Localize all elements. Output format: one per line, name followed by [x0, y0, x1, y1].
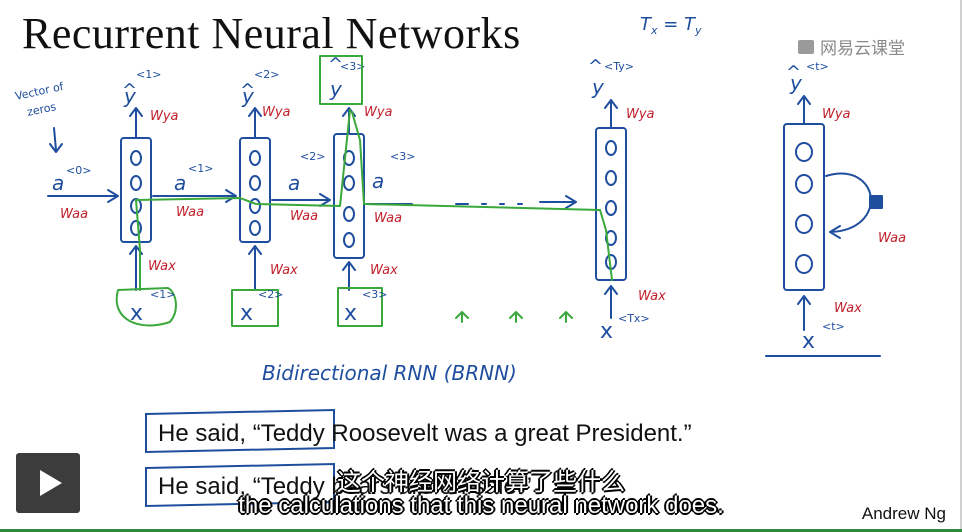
- example-sentence-1: He said, “Teddy Roosevelt was a great Pr…: [158, 420, 692, 447]
- svg-text:Wax: Wax: [148, 259, 176, 274]
- svg-text:y: y: [329, 77, 343, 101]
- svg-text:a: a: [52, 171, 64, 195]
- slide-title: Recurrent Neural Networks: [22, 9, 521, 58]
- svg-text:<1>: <1>: [136, 68, 161, 81]
- svg-text:<1>: <1>: [150, 288, 175, 301]
- logo-icon: [798, 39, 814, 54]
- svg-text:Waa: Waa: [878, 231, 906, 246]
- svg-text:^: ^: [328, 54, 343, 75]
- svg-text:^: ^: [240, 80, 255, 101]
- svg-text:y: y: [241, 84, 255, 108]
- svg-text:<Ty>: <Ty>: [604, 60, 634, 73]
- handwritten-brnn-label: Bidirectional RNN (BRNN): [262, 361, 517, 385]
- sentence-box-1: [145, 408, 335, 454]
- svg-text:Wya: Wya: [626, 107, 655, 122]
- svg-text:Wax: Wax: [370, 263, 398, 278]
- example-sentence-2: He said, “Teddy bears are on sale!”: [158, 473, 532, 500]
- svg-text:x: x: [600, 319, 613, 344]
- svg-text:a: a: [174, 171, 186, 195]
- slide-bottom-accent: [0, 529, 962, 532]
- author-name: Andrew Ng: [861, 504, 946, 523]
- svg-text:Wya: Wya: [262, 105, 291, 120]
- svg-text:<t>: <t>: [822, 320, 845, 333]
- svg-text:y: y: [789, 71, 803, 95]
- svg-text:Wya: Wya: [822, 107, 851, 122]
- svg-text:a: a: [372, 169, 384, 193]
- svg-text:y: y: [591, 75, 605, 99]
- svg-text:y: y: [123, 84, 137, 108]
- svg-text:<3>: <3>: [340, 60, 365, 73]
- svg-text:<3>: <3>: [390, 150, 415, 163]
- svg-text:<1>: <1>: [188, 162, 213, 175]
- svg-text:<t>: <t>: [806, 60, 829, 73]
- svg-text:<2>: <2>: [254, 68, 279, 81]
- svg-text:x: x: [240, 301, 253, 326]
- svg-text:Waa: Waa: [60, 207, 88, 222]
- equation-text: Tx = Ty: [640, 14, 702, 37]
- svg-text:<2>: <2>: [258, 288, 283, 301]
- subtitle-chinese: 这个神经网络计算了些什么: [337, 469, 625, 496]
- svg-text:Wax: Wax: [638, 289, 666, 304]
- svg-text:x: x: [344, 301, 357, 326]
- svg-text:Wax: Wax: [834, 301, 862, 316]
- logo-text: 网易云课堂: [820, 39, 905, 58]
- brand-logo: 网易云课堂: [798, 34, 905, 59]
- right-border: [960, 0, 962, 532]
- svg-text:Waa: Waa: [374, 211, 402, 226]
- svg-text:x: x: [130, 301, 143, 326]
- svg-text:<0>: <0>: [66, 164, 91, 177]
- svg-text:x: x: [802, 329, 815, 354]
- sentence-box-2: [145, 462, 335, 508]
- svg-text:<Tx>: <Tx>: [618, 312, 650, 325]
- svg-text:a: a: [288, 171, 300, 195]
- svg-text:^: ^: [122, 80, 137, 101]
- subtitle-english: the calculations that this neural networ…: [238, 492, 724, 519]
- svg-text:^: ^: [588, 56, 603, 77]
- play-icon: [40, 470, 62, 496]
- play-button[interactable]: [16, 453, 80, 513]
- svg-text:zeros: zeros: [26, 100, 58, 119]
- svg-text:Wya: Wya: [364, 105, 393, 120]
- svg-text:Wax: Wax: [270, 263, 298, 278]
- svg-text:Wya: Wya: [150, 109, 179, 124]
- svg-text:<2>: <2>: [300, 150, 325, 163]
- svg-text:<3>: <3>: [362, 288, 387, 301]
- svg-text:Waa: Waa: [176, 205, 204, 220]
- note-vector-of-zeros: Vector of: [14, 80, 66, 103]
- svg-text:Waa: Waa: [290, 209, 318, 224]
- svg-text:^: ^: [786, 62, 801, 83]
